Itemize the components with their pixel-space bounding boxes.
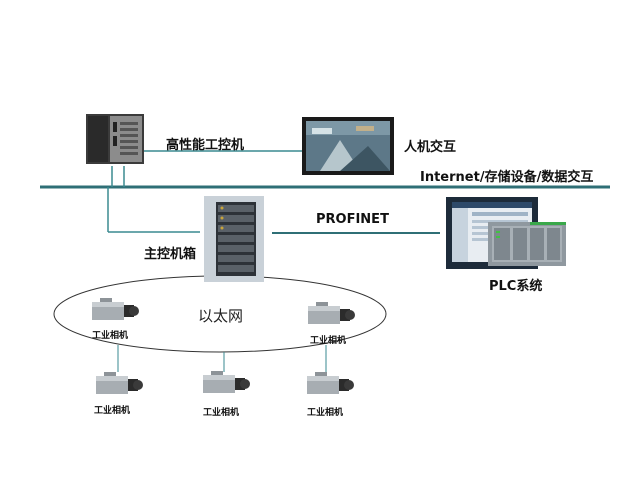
main-chassis-label: 主控机箱 xyxy=(144,247,197,262)
monitor-screen-icon xyxy=(302,117,394,175)
camera-label: 工业相机 xyxy=(203,408,240,418)
industrial-camera-icon xyxy=(92,298,139,320)
camera-label: 工业相机 xyxy=(307,408,344,418)
profinet-label: PROFINET xyxy=(316,212,389,227)
industrial-camera-icon xyxy=(96,372,143,394)
industrial-camera-icon xyxy=(203,371,250,393)
camera-label: 工业相机 xyxy=(92,331,129,341)
internet-storage-label: Internet/存储设备/数据交互 xyxy=(420,170,594,185)
hmi-label: 人机交互 xyxy=(404,140,457,155)
server-rack-icon xyxy=(204,196,264,282)
industrial-pc-icon xyxy=(86,114,144,164)
camera-label: 工业相机 xyxy=(94,406,131,416)
industrial-camera-icon xyxy=(307,372,354,394)
camera-label: 工业相机 xyxy=(310,336,347,346)
industrial-camera-icon xyxy=(308,302,355,324)
industrial-pc-label: 高性能工控机 xyxy=(166,138,245,153)
ethernet-label: 以太网 xyxy=(198,307,244,325)
plc-system-icon xyxy=(446,197,566,269)
plc-label: PLC系统 xyxy=(489,279,543,294)
